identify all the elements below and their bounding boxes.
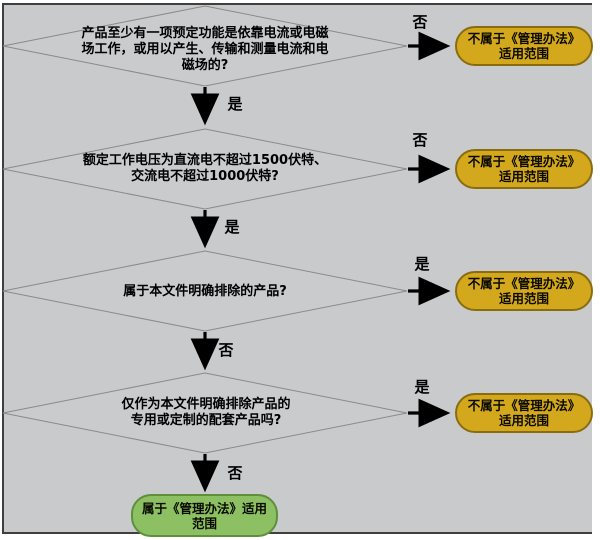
decision-diamond-2	[2, 128, 408, 210]
branch-label-d3-down: 否	[218, 341, 234, 359]
outcome-reject-box-3: 不属于《管理办法》适用范围	[455, 271, 593, 311]
branch-label-d3-right: 是	[414, 255, 430, 273]
outcome-reject-box-4: 不属于《管理办法》适用范围	[455, 393, 593, 433]
decision-question-3: 属于本文件明确排除的产品?	[123, 284, 287, 299]
decision-diamond-3	[2, 250, 408, 332]
decision-question-1: 产品至少有一项预定功能是依靠电流或电磁场工作，或用以产生、传输和测量电流和电磁场…	[81, 26, 329, 73]
outcome-accept-box: 属于《管理办法》适用范围	[131, 494, 278, 537]
decision-diamond-4	[2, 372, 408, 454]
decision-question-2: 额定工作电压为直流电不超过1500伏特、交流电不超过1000伏特?	[82, 153, 328, 184]
branch-label-d2-down: 是	[224, 218, 240, 236]
decision-question-4: 仅作为本文件明确排除产品的专用或定制的配套产品吗?	[121, 397, 291, 428]
branch-label-d2-right: 否	[412, 131, 428, 149]
decision-diamond-1	[2, 5, 408, 87]
outcome-reject-box-1: 不属于《管理办法》适用范围	[455, 26, 593, 66]
branch-label-d4-right: 是	[414, 378, 430, 396]
branch-label-d1-right: 否	[412, 13, 428, 31]
flowchart-canvas	[2, 3, 592, 534]
outcome-reject-box-2: 不属于《管理办法》适用范围	[455, 149, 593, 189]
branch-label-d4-down: 否	[227, 464, 243, 482]
branch-label-d1-down: 是	[227, 95, 243, 113]
